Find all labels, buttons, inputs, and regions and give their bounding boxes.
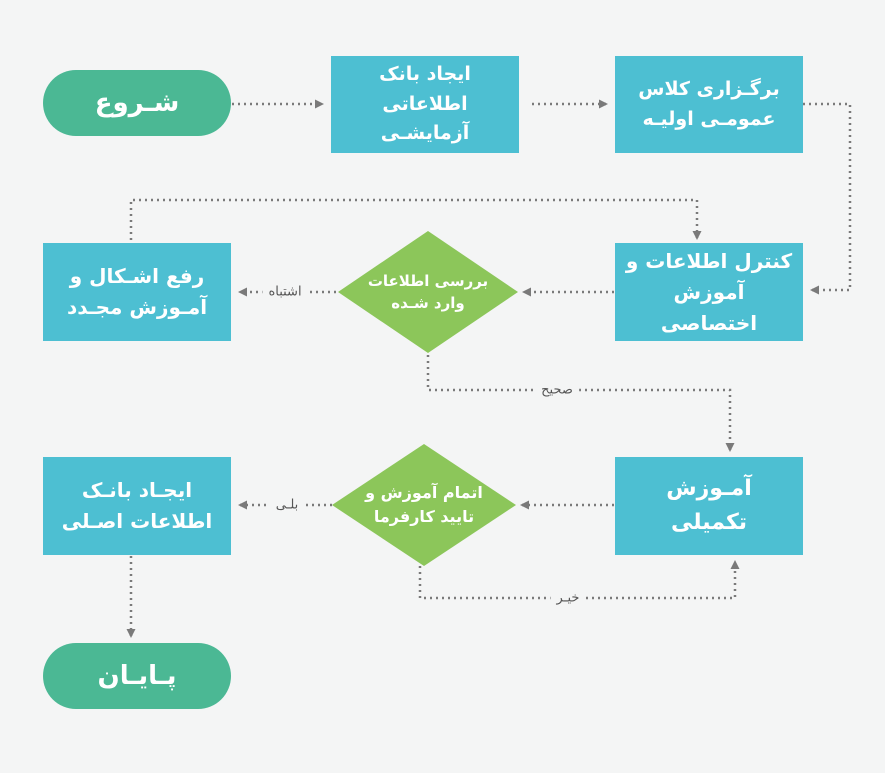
- review-data-label: بررسی اطلاعات وارد شـده: [367, 271, 489, 313]
- decision-review-diamond: [338, 231, 518, 353]
- edge-fix-to-data-control: [129, 198, 702, 240]
- end-terminal: پـایـان: [43, 643, 231, 709]
- edge-label-yes: بلـی: [269, 496, 305, 514]
- start-terminal: شـروع: [43, 70, 231, 136]
- general-class-box: برگـزاری کلاس عمومـی اولیـه: [615, 56, 803, 153]
- edge-label-correct: صحیح: [535, 381, 579, 399]
- data-control-box: کنترل اطلاعات و آموزش اختصاصی: [615, 243, 803, 341]
- edge-label-no: خیـر: [550, 589, 586, 607]
- advanced-training-box: آمـوزش تکمیلی: [615, 457, 803, 555]
- fix-issues-box: رفع اشـکال و آمـوزش مجـدد: [43, 243, 231, 341]
- edge-general-class-to-data-control: [803, 102, 852, 295]
- decision-finish-diamond: [332, 444, 516, 566]
- edge-review-to-advanced-correct: [426, 355, 735, 452]
- edge-label-wrong: اشتباه: [262, 283, 308, 301]
- finish-approve-label: اتمام آموزش و تایید کارفرما: [365, 483, 483, 526]
- create-main-bank-box: ایجـاد بانـک اطلاعات اصـلی: [43, 457, 231, 555]
- create-test-bank-box: ایجاد بانک اطلاعاتی آزمایشـی: [331, 56, 519, 153]
